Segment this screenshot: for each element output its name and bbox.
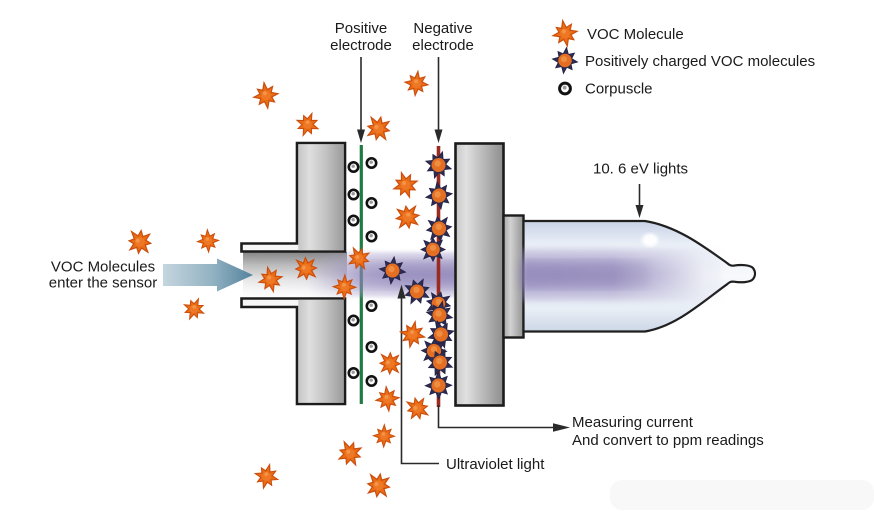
svg-text:VOC Molecule: VOC Molecule — [587, 26, 684, 43]
svg-text:Positive: Positive — [335, 20, 388, 37]
svg-text:10. 6 eV lights: 10. 6 eV lights — [593, 161, 688, 178]
svg-text:VOC Molecules: VOC Molecules — [51, 259, 155, 276]
svg-text:Negative: Negative — [413, 20, 472, 37]
svg-text:electrode: electrode — [412, 37, 474, 54]
svg-text:enter the sensor: enter the sensor — [49, 275, 157, 292]
svg-text:Measuring current: Measuring current — [572, 414, 694, 431]
svg-text:Ultraviolet light: Ultraviolet light — [446, 456, 545, 473]
svg-text:And convert to ppm readings: And convert to ppm readings — [572, 432, 764, 449]
svg-text:Corpuscle: Corpuscle — [585, 81, 653, 98]
svg-text:electrode: electrode — [330, 37, 392, 54]
svg-text:Positively charged VOC molecul: Positively charged VOC molecules — [585, 53, 815, 70]
